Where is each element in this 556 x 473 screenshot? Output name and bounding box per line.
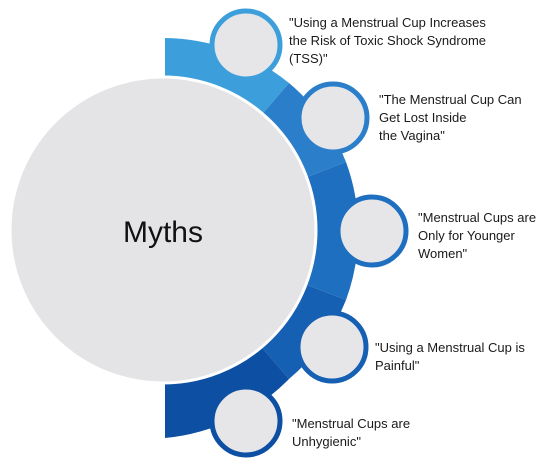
myth-node-5 bbox=[209, 384, 283, 458]
myth-label-1: "Using a Menstrual Cup Increases the Ris… bbox=[289, 15, 487, 66]
myth-label-4: "Using a Menstrual Cup is Painful" bbox=[375, 340, 525, 373]
myth-label-2: "The Menstrual Cup Can Get Lost Inside t… bbox=[379, 92, 522, 143]
myth-node-4 bbox=[295, 310, 369, 384]
myth-node-1 bbox=[209, 8, 283, 82]
myth-label-3: "Menstrual Cups are Only for Younger Wom… bbox=[418, 210, 537, 261]
myth-node-3 bbox=[335, 194, 409, 268]
myth-node-2 bbox=[296, 81, 370, 155]
center-circle bbox=[8, 75, 318, 385]
center-title: Myths bbox=[123, 216, 203, 249]
myth-label-5: "Menstrual Cups are Unhygienic" bbox=[292, 416, 411, 449]
